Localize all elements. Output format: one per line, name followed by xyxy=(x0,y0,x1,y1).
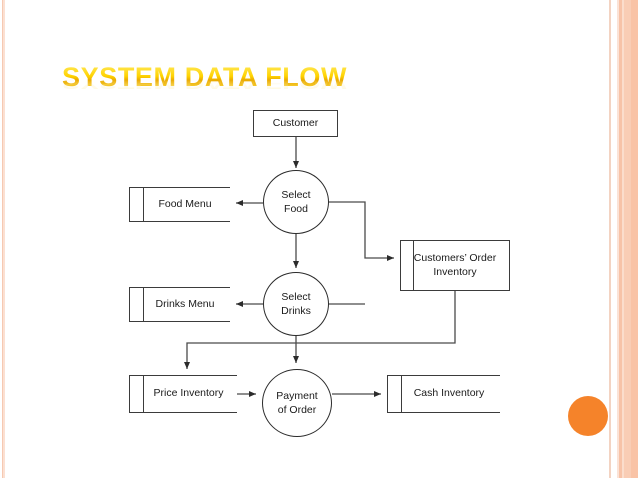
process-select-food-line1: Select xyxy=(281,188,311,201)
data-store-drinks-menu-label: Drinks Menu xyxy=(155,297,215,310)
data-store-price-inventory-label: Price Inventory xyxy=(153,387,224,400)
data-store-food-menu[interactable]: Food Menu xyxy=(129,187,230,222)
process-payment-of-order[interactable]: Payment of Order xyxy=(262,369,332,437)
external-entity-customer[interactable]: Customer xyxy=(253,110,338,137)
data-store-price-inventory[interactable]: Price Inventory xyxy=(129,375,237,413)
flow-select-food-to-order-inventory xyxy=(329,201,394,261)
drinks-menu-divider xyxy=(143,288,145,321)
left-edge-stripe xyxy=(0,0,12,478)
data-store-cash-inventory-label: Cash Inventory xyxy=(413,387,485,400)
process-payment-of-order-line1: Payment xyxy=(276,389,318,402)
process-select-drinks-line2: Drinks xyxy=(281,305,311,317)
data-store-food-menu-label: Food Menu xyxy=(158,197,212,210)
cash-inventory-divider xyxy=(401,376,403,412)
slide-title-block: SYSTEM DATA FLOW SYSTEM DATA FLOW xyxy=(62,64,482,112)
process-payment-of-order-line2: of Order xyxy=(277,404,317,416)
data-store-cash-inventory[interactable]: Cash Inventory xyxy=(387,375,500,413)
right-edge-stripe xyxy=(600,0,638,478)
external-entity-customer-label: Customer xyxy=(272,116,319,129)
process-select-drinks[interactable]: Select Drinks xyxy=(263,272,329,336)
order-inventory-divider xyxy=(413,240,415,291)
food-menu-divider xyxy=(143,188,145,221)
decorative-orange-circle xyxy=(568,396,608,436)
external-entity-customers-order-inventory[interactable]: Customers’ Order Inventory xyxy=(400,240,510,291)
external-entity-customers-order-inventory-label: Customers’ Order Inventory xyxy=(413,252,497,278)
page-title: SYSTEM DATA FLOW xyxy=(62,64,482,91)
data-store-drinks-menu[interactable]: Drinks Menu xyxy=(129,287,230,322)
process-select-food[interactable]: Select Food xyxy=(263,170,329,234)
price-inventory-divider xyxy=(143,376,145,412)
process-select-drinks-line1: Select xyxy=(281,290,311,303)
process-select-food-line2: Food xyxy=(284,203,308,215)
